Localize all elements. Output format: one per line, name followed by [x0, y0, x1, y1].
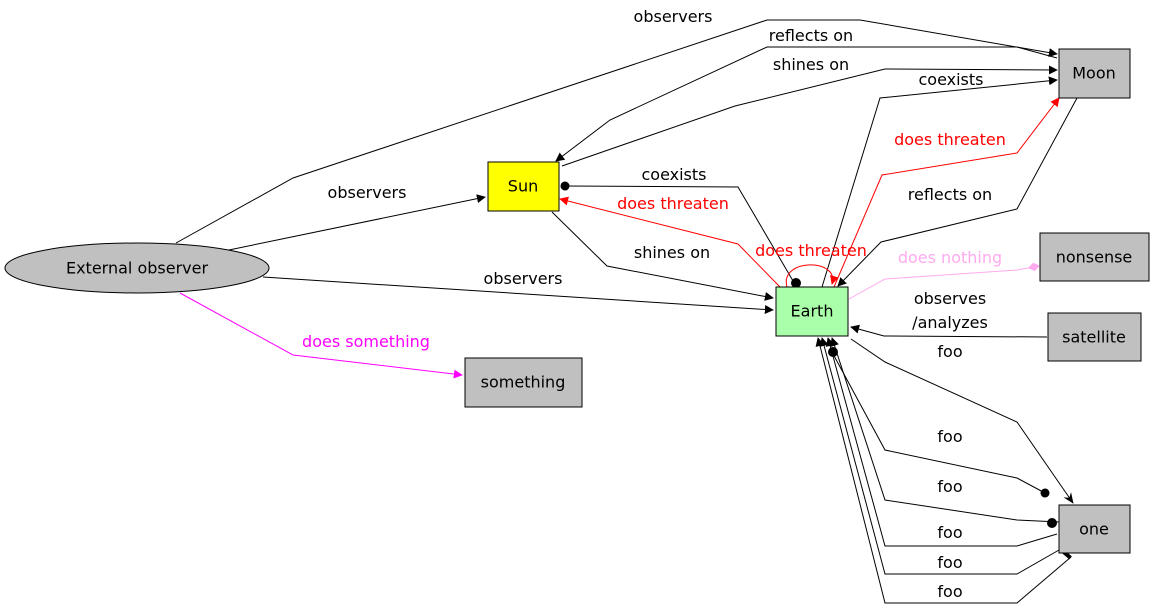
label-external-earth: observers	[484, 269, 563, 288]
label-external-something: does something	[302, 332, 430, 351]
node-one[interactable]: one	[1058, 504, 1131, 554]
edge-sun-earth	[551, 211, 774, 301]
label-earth-sun-coexists: coexists	[641, 165, 706, 184]
edge-labels: observers reflects on shines on coexists…	[302, 7, 1006, 601]
edge-sun-moon	[561, 65, 1058, 167]
node-something[interactable]: something	[464, 357, 583, 408]
edge-foo-3	[830, 337, 1060, 523]
edge-foo-6	[815, 337, 1072, 604]
label-satellite-earth-line1: observes	[914, 289, 986, 308]
node-satellite-label: satellite	[1062, 328, 1126, 347]
earth-self-dot	[791, 278, 801, 288]
edges	[175, 19, 1078, 604]
foo-dot-one	[1047, 518, 1057, 528]
node-earth-label: Earth	[791, 302, 834, 321]
node-external-observer[interactable]: External observer	[4, 242, 270, 294]
node-nonsense-label: nonsense	[1056, 248, 1133, 267]
node-sun-label: Sun	[508, 177, 538, 196]
label-sun-moon: shines on	[773, 55, 849, 74]
label-moon-earth-reflects: reflects on	[908, 185, 992, 204]
nodes: External observer Sun Earth Moon nonsens…	[4, 48, 1150, 554]
label-foo-3: foo	[937, 477, 962, 496]
node-satellite[interactable]: satellite	[1047, 312, 1142, 362]
label-external-sun: observers	[328, 183, 407, 202]
edge-nonsense-earth	[848, 262, 1040, 300]
edge-earth-sun-coexists	[560, 181, 797, 287]
node-one-label: one	[1079, 520, 1109, 539]
label-foo-4: foo	[937, 523, 962, 542]
node-nonsense[interactable]: nonsense	[1039, 232, 1150, 282]
edge-external-earth	[262, 276, 774, 314]
edge-earth-moon-threaten	[833, 97, 1060, 288]
label-foo-2: foo	[937, 427, 962, 446]
label-nonsense-earth: does nothing	[898, 248, 1002, 267]
label-external-moon: observers	[634, 7, 713, 26]
edge-external-sun	[223, 194, 486, 252]
node-something-label: something	[481, 373, 566, 392]
node-sun[interactable]: Sun	[487, 161, 560, 212]
label-foo-5: foo	[937, 553, 962, 572]
label-foo-1: foo	[937, 342, 962, 361]
edge-foo-2	[831, 351, 1050, 498]
foo-dot-earth	[828, 347, 838, 357]
label-satellite-earth-line2: /analyzes	[912, 313, 988, 332]
edge-earth-self	[785, 264, 839, 288]
edge-moon-earth-reflects	[837, 97, 1078, 287]
edge-foo-4	[825, 337, 1058, 547]
node-moon-label: Moon	[1072, 64, 1116, 83]
label-earth-self: does threaten	[755, 241, 867, 260]
label-moon-sun: reflects on	[769, 26, 853, 45]
edge-earth-moon-coexists	[821, 76, 1058, 288]
edge-foo-5	[819, 337, 1060, 575]
node-external-observer-label: External observer	[66, 259, 208, 278]
edge-foo-1	[850, 338, 1074, 504]
label-earth-sun-threaten: does threaten	[617, 194, 729, 213]
edge-earth-sun-threaten	[559, 196, 781, 288]
node-earth[interactable]: Earth	[775, 286, 849, 337]
edge-satellite-earth	[850, 324, 1048, 338]
node-moon[interactable]: Moon	[1058, 48, 1131, 99]
edge-external-moon	[175, 19, 1058, 244]
edge-moon-sun	[555, 46, 1058, 162]
edge-external-something	[179, 292, 463, 379]
label-sun-earth: shines on	[634, 243, 710, 262]
label-foo-6: foo	[937, 582, 962, 601]
label-earth-moon-threaten: does threaten	[894, 130, 1006, 149]
label-earth-moon-coexists: coexists	[918, 70, 983, 89]
